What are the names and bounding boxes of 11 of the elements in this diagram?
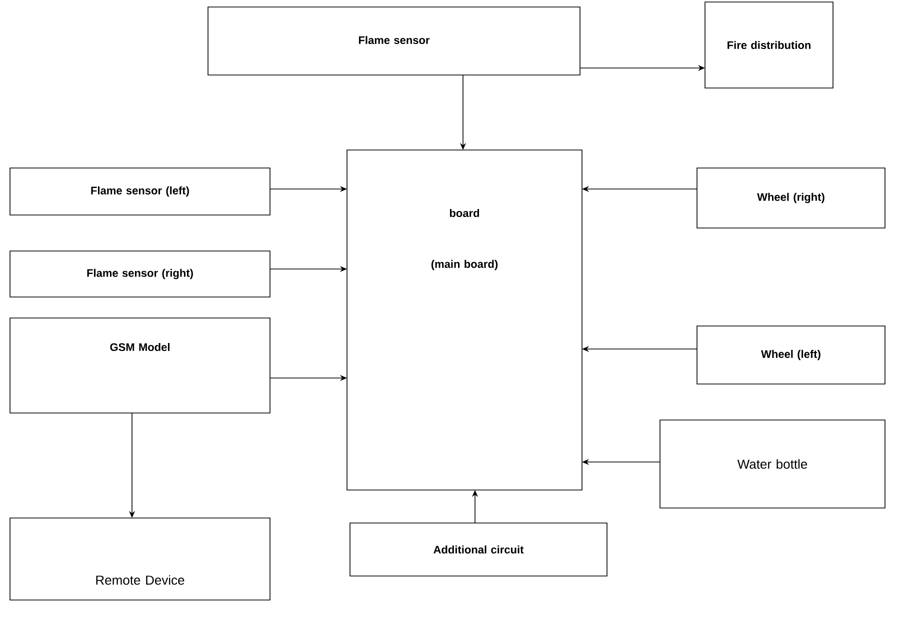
block-box: Water bottle (660, 420, 886, 508)
block-box: Flame sensor (208, 6, 580, 76)
block-box: GSM Model (10, 318, 270, 414)
block-box: board (main board) (346, 150, 582, 490)
block-box: Wheel (right) (696, 168, 886, 228)
block-box: Flame sensor (left) (10, 168, 270, 216)
block-box: Fire distribution (704, 2, 834, 88)
block-box: Flame sensor (right) (10, 250, 270, 298)
block-box: Remote Device (10, 518, 270, 600)
block-box: Wheel (left) (696, 326, 886, 384)
block-box: Additional circuit (350, 522, 608, 576)
